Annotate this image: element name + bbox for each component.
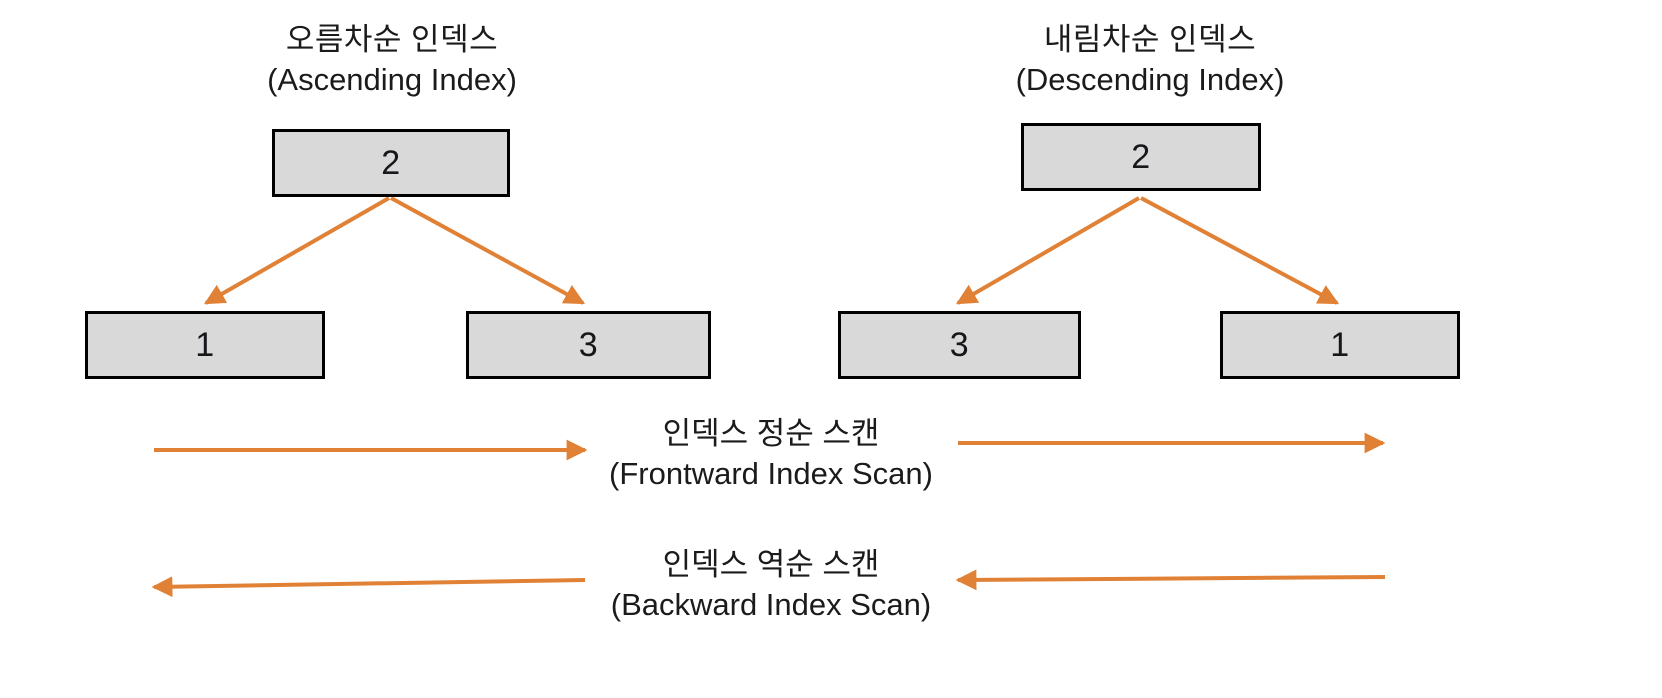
descending-index-title: 내림차순 인덱스 (Descending Index)	[990, 20, 1310, 99]
edge-descending-root-to-left	[955, 196, 1141, 305]
ascending-index-title: 오름차순 인덱스 (Ascending Index)	[232, 20, 552, 99]
descending-index-title-en: (Descending Index)	[1015, 61, 1285, 97]
node-ascending-root: 2	[272, 129, 510, 197]
node-label: 1	[195, 325, 215, 364]
node-label: 2	[1131, 137, 1151, 176]
edge-descending-root-to-right	[1140, 196, 1340, 305]
frontward-index-scan-label-en: (Frontward Index Scan)	[609, 456, 933, 492]
node-label: 3	[949, 325, 970, 364]
edge-ascending-root-to-right	[390, 196, 586, 305]
node-ascending-child-2: 3	[466, 311, 711, 379]
backward-scan-arrow-right	[955, 569, 1386, 591]
node-descending-child-2: 1	[1220, 311, 1460, 379]
frontward-index-scan-label-ko: 인덱스 정순 스캔	[662, 416, 880, 451]
edge-ascending-root-to-left	[203, 196, 390, 305]
backward-index-scan-label-ko: 인덱스 역순 스캔	[662, 547, 880, 582]
node-ascending-child-1: 1	[85, 311, 325, 379]
node-descending-root: 2	[1021, 123, 1261, 191]
node-descending-child-1: 3	[838, 311, 1081, 379]
node-label: 2	[381, 143, 401, 182]
backward-index-scan-label: 인덱스 역순 스캔 (Backward Index Scan)	[571, 545, 971, 626]
node-label: 3	[578, 325, 599, 364]
node-label: 1	[1330, 325, 1350, 364]
ascending-index-title-ko: 오름차순 인덱스	[285, 22, 499, 57]
frontward-index-scan-label: 인덱스 정순 스캔 (Frontward Index Scan)	[571, 414, 971, 495]
backward-index-scan-label-en: (Backward Index Scan)	[610, 587, 932, 623]
descending-index-title-ko: 내림차순 인덱스	[1043, 22, 1257, 57]
backward-scan-arrow-left	[151, 576, 586, 598]
ascending-index-title-en: (Ascending Index)	[267, 61, 517, 97]
